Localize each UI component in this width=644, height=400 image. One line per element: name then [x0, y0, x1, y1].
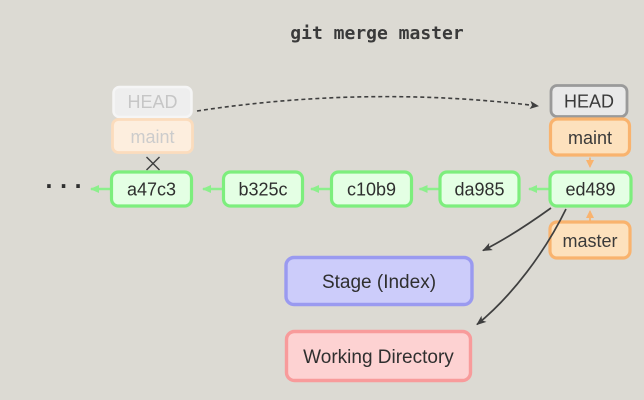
commit-box-ed489 [548, 170, 633, 208]
master-label: master [562, 231, 617, 251]
head-ref: HEAD [549, 84, 629, 118]
head-box [549, 84, 629, 118]
stage-index-box [284, 255, 474, 307]
master-box [548, 220, 632, 260]
stage-index-label: Stage (Index) [322, 272, 436, 293]
history-ellipsis: · · · [45, 174, 82, 198]
maint-label: maint [568, 128, 612, 148]
commit-node-da985: da985 [438, 170, 521, 208]
maint-branch-ref: maint [548, 117, 632, 157]
commit-node-a47c3: a47c3 [109, 170, 194, 208]
commit-label-c10b9: c10b9 [347, 180, 396, 200]
commit-node-ed489: ed489 [548, 170, 633, 208]
faded-head-box [112, 85, 193, 119]
maint-box [548, 117, 632, 157]
deleted-pointer-cross-icon [146, 156, 160, 171]
commit-box-b325c [221, 170, 305, 208]
head-label: HEAD [564, 92, 614, 112]
commit-label-ed489: ed489 [565, 180, 615, 200]
master-branch-ref: master [548, 220, 632, 260]
commit-label-a47c3: a47c3 [127, 180, 176, 200]
arrow-ed489-to-working-directory [476, 208, 567, 326]
faded-maint-label: maint [130, 127, 174, 147]
commit-box-da985 [438, 170, 521, 208]
stage-index-area: Stage (Index) [284, 255, 474, 307]
commit-node-b325c: b325c [221, 170, 305, 208]
head-move-dashed-arrow [196, 95, 539, 112]
faded-head-ref: HEAD [112, 85, 193, 119]
commit-label-da985: da985 [454, 180, 504, 200]
commit-box-c10b9 [329, 170, 414, 208]
arrow-ed489-to-stage [482, 207, 552, 252]
diagram-title: git merge master [290, 23, 464, 44]
commit-chain: a47c3 b325c c10b9 da985 ed489 [109, 170, 633, 208]
faded-head-label: HEAD [127, 92, 177, 112]
working-directory-box [284, 329, 473, 383]
faded-maint-ref: maint [111, 118, 194, 154]
working-directory-area: Working Directory [284, 329, 473, 383]
working-directory-label: Working Directory [303, 347, 454, 368]
commit-box-a47c3 [109, 170, 194, 208]
commit-node-c10b9: c10b9 [329, 170, 414, 208]
commit-label-b325c: b325c [238, 180, 287, 200]
faded-maint-box [111, 118, 194, 154]
